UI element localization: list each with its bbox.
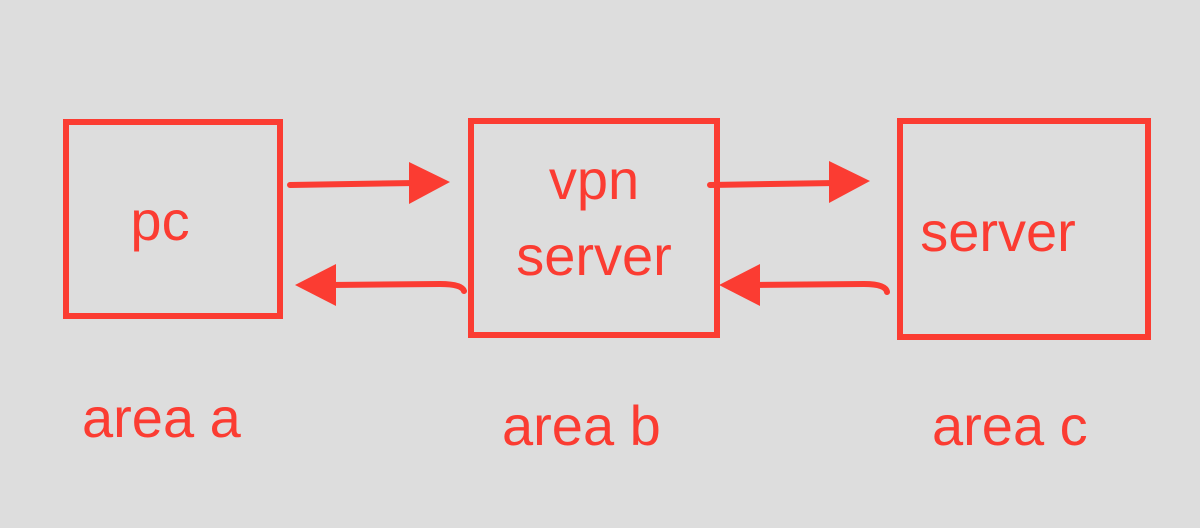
arrow-server-to-vpn-server xyxy=(719,264,890,306)
arrow-pc-to-vpn-server-line xyxy=(287,180,419,188)
pc-box xyxy=(63,119,283,319)
arrow-vpn-server-to-server-line xyxy=(707,180,839,188)
arrow-pc-to-vpn-server xyxy=(287,162,450,204)
pc-label: pc xyxy=(130,189,190,252)
vpn-server-box xyxy=(468,118,720,338)
server-label: server xyxy=(920,200,1076,263)
arrow-vpn-server-to-server-head xyxy=(829,161,870,203)
area-b-label: area b xyxy=(502,394,661,457)
arrow-vpn-server-to-pc-line xyxy=(327,280,467,294)
vpn-server-label-line2: server xyxy=(516,224,672,287)
server-box xyxy=(897,118,1151,340)
arrow-vpn-server-to-pc-head xyxy=(295,264,336,306)
area-c-label: area c xyxy=(932,394,1088,457)
arrow-vpn-server-to-server xyxy=(707,161,870,203)
arrow-vpn-server-to-pc xyxy=(295,264,467,306)
arrow-server-to-vpn-server-head xyxy=(719,264,760,306)
arrow-pc-to-vpn-server-head xyxy=(409,162,450,204)
vpn-server-label-line1: vpn xyxy=(548,148,640,211)
area-a-label: area a xyxy=(82,386,241,449)
arrow-server-to-vpn-server-line xyxy=(751,280,890,295)
